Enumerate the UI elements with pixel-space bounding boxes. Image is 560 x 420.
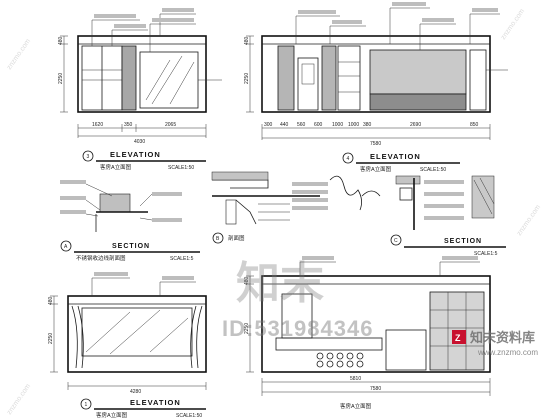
watermark-diag-3: znzmo.com: [6, 383, 32, 416]
dim-b-2: 440: [280, 122, 289, 128]
elevation-c-scale: SCALE1:50: [176, 413, 202, 419]
elevation-c-marker: [80, 398, 92, 410]
elevation-a-marker-num: 3: [87, 154, 90, 160]
shelving: [337, 45, 361, 111]
elevation-a-frame: [77, 35, 207, 113]
curtain-left: [71, 305, 78, 369]
elevation-c-label: 客房A立面图: [96, 411, 128, 419]
section-1-marker: [60, 240, 72, 252]
dim-b-total: 7580: [370, 141, 381, 147]
elevation-a-marker: [82, 150, 94, 162]
stone-panel-left: [277, 45, 295, 111]
section-1-title: SECTION: [112, 243, 150, 250]
elevation-a-label: 客房A立面图: [100, 163, 132, 171]
dim-a-2: 350: [124, 122, 133, 128]
dim-a-total: 4030: [134, 139, 145, 145]
elevation-c-frame: [67, 295, 207, 373]
dim-a-3: 2065: [165, 122, 176, 128]
elevation-c: 4280 480 2250 1 ELEVATION 客房A立面图 SCALE1:…: [48, 272, 207, 419]
watermark-url: www.znzmo.com: [477, 348, 538, 357]
section-2-marker: [212, 232, 224, 244]
section-3-scale: SCALE1:5: [474, 251, 498, 257]
svg-text:Z: Z: [455, 333, 461, 343]
elevation-b-marker: [342, 152, 354, 164]
elevation-b-title: ELEVATION: [370, 152, 421, 161]
window: [81, 307, 193, 357]
elevation-b-label: 客房A立面图: [360, 165, 392, 173]
dim-d-left-1: 480: [244, 276, 250, 285]
dim-d-left-2: 2250: [244, 323, 250, 334]
watermark-id: ID:531984346: [222, 316, 373, 341]
elevation-a-scale: SCALE1:50: [168, 165, 194, 171]
section-1-hatch: [99, 193, 131, 213]
dim-b-9: 850: [470, 122, 479, 128]
side-panel: [469, 49, 487, 111]
dim-b-6: 1000: [348, 122, 359, 128]
elevation-b-marker-num: 4: [347, 156, 350, 162]
section-3-marker: [390, 234, 402, 246]
section-3-marker-letter: C: [394, 238, 398, 244]
elevation-d-label: 客房A立面图: [340, 402, 372, 410]
watermark-diag-2: znzmo.com: [500, 8, 526, 41]
elevation-d: 5810 7580 480 2250 客房A立面图: [244, 256, 491, 410]
vanity-counter: [275, 337, 383, 351]
dim-a-1: 1620: [92, 122, 103, 128]
section-3: C SECTION SCALE1:5: [390, 175, 506, 257]
stone-panel-mid: [321, 45, 337, 111]
dim-b-7: 380: [363, 122, 372, 128]
elevation-b-frame: [261, 35, 491, 113]
elevation-d-frame: [261, 275, 491, 373]
bathtub: [385, 329, 427, 371]
dim-a-left-2: 2250: [58, 73, 64, 84]
section-1-label: 不锈钢收边线剖面图: [76, 254, 126, 262]
dim-d-1: 5810: [350, 376, 361, 382]
section-1: A SECTION 不锈钢收边线剖面图 SCALE1:5: [60, 180, 200, 262]
stone-panel: [121, 45, 137, 111]
dim-b-8: 2690: [410, 122, 421, 128]
elevation-b-scale: SCALE1:50: [420, 167, 446, 173]
door: [297, 57, 319, 111]
section-2: B 剖面图: [211, 171, 381, 244]
dim-c-total: 4280: [130, 389, 141, 395]
dim-b-5: 1000: [332, 122, 343, 128]
curtain-right: [196, 305, 203, 369]
section-1-marker-letter: A: [64, 244, 68, 250]
headboard-wall: [369, 49, 467, 95]
dim-c-left-1: 480: [48, 296, 54, 305]
dim-b-3: 560: [297, 122, 306, 128]
dim-b-4: 600: [314, 122, 323, 128]
section-2-marker-letter: B: [216, 236, 220, 242]
section-2-label: 剖面图: [228, 234, 245, 242]
bed: [369, 93, 467, 111]
watermark-diag-1: znzmo.com: [6, 38, 32, 71]
dim-b-left-2: 2250: [244, 73, 250, 84]
dim-c-left-2: 2250: [48, 333, 54, 344]
dim-b-left-1: 480: [244, 36, 250, 45]
elevation-b: 300 440 560 600 1000 1000 380 2690 850 7…: [244, 2, 508, 173]
elevation-c-marker-num: 1: [85, 402, 88, 408]
dim-b-1: 300: [264, 122, 273, 128]
dim-a-left-1: 480: [58, 36, 64, 45]
glass-panel: [139, 51, 199, 109]
elevation-a-title: ELEVATION: [110, 150, 161, 159]
watermark-site: 知末资料库: [470, 330, 535, 345]
section-3-title: SECTION: [444, 238, 482, 245]
dim-d-total: 7580: [370, 386, 381, 392]
section-1-scale: SCALE1:5: [170, 256, 194, 262]
elevation-c-title: ELEVATION: [130, 398, 181, 407]
watermark-logo-icon: [452, 330, 466, 344]
watermark-diag-4: znzmo.com: [516, 204, 542, 237]
elevation-a: 1620 350 2065 4030 480 2250 3 ELEVATION …: [58, 8, 222, 171]
watermark-logo: 知末: [236, 259, 324, 308]
